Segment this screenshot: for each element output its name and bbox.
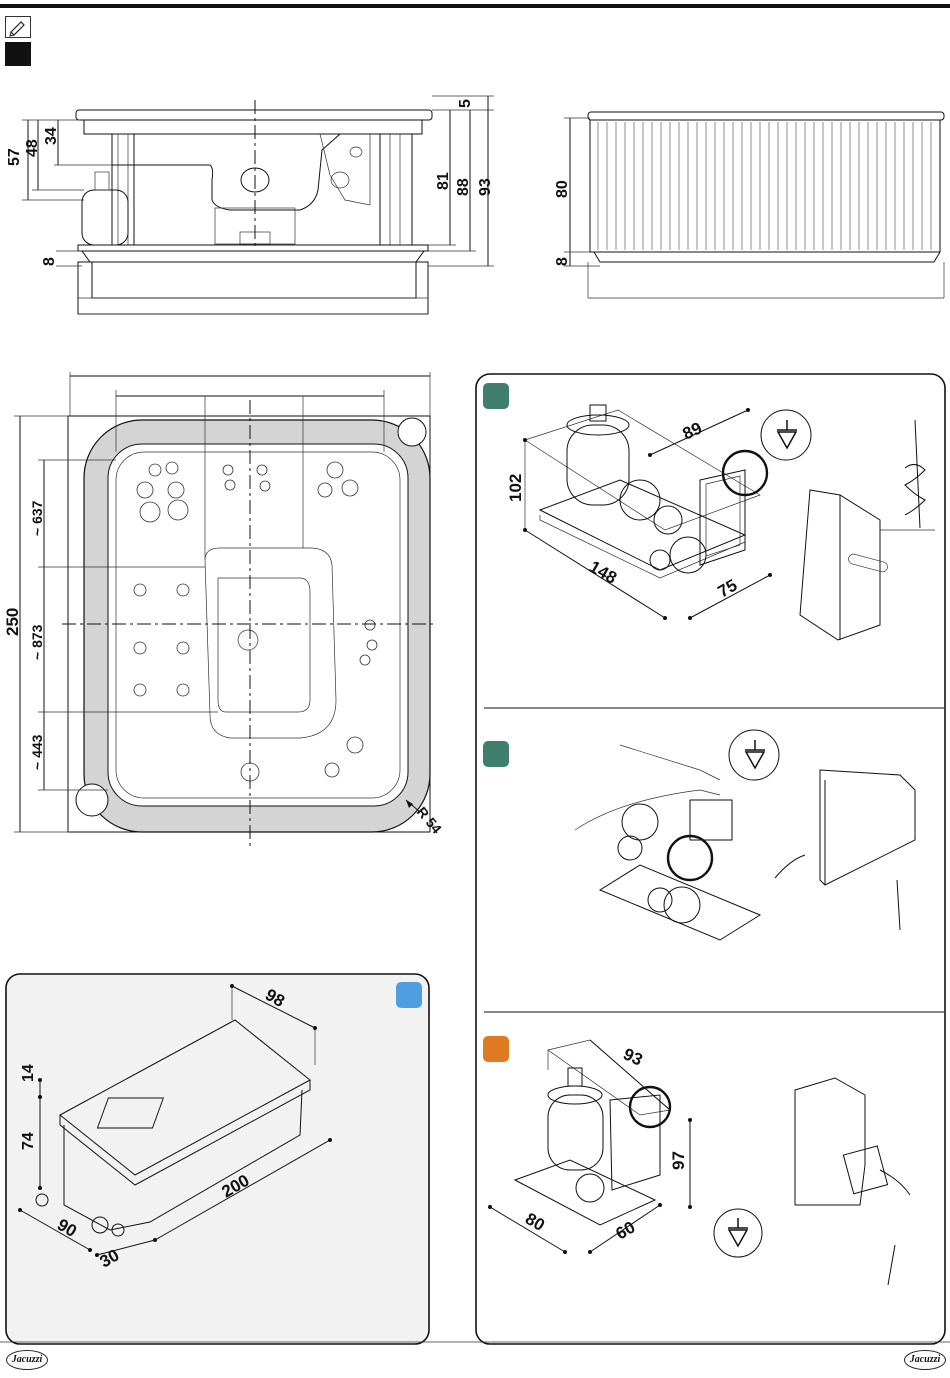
dim-side-81: 81 [435,172,452,190]
dim-side-57: 57 [6,148,23,166]
dim-m1-148: 148 [586,557,620,588]
dim-front-80: 80 [554,180,571,198]
dim-side-5: 5 [457,99,474,108]
dim-plan-250: 250 [3,608,22,636]
dim-plan-443: ~ 443 [29,734,45,770]
dim-m4-98: 98 [262,985,288,1011]
dim-plan-637: ~ 637 [29,500,45,536]
dim-m1-75: 75 [715,576,741,602]
module-marker-blue [396,982,422,1008]
ground-symbol-icon [772,418,802,452]
dim-side-48: 48 [24,139,41,157]
jacuzzi-logo-left: Jacuzzi [6,1350,48,1370]
dim-m1-102: 102 [506,474,525,502]
module-marker-orange [483,1036,509,1062]
dim-m3-80: 80 [522,1209,548,1235]
dim-side-8: 8 [41,257,58,266]
dim-side-88: 88 [455,178,472,196]
dim-m4-74: 74 [20,1132,37,1150]
module-marker-green-2 [483,741,509,767]
dim-side-34: 34 [43,127,60,145]
dim-plan-873: ~ 873 [29,624,45,660]
dim-m3-93: 93 [620,1044,645,1069]
dim-m3-97: 97 [669,1151,688,1170]
dim-m4-200: 200 [219,1171,253,1202]
ground-symbol-icon [740,738,770,772]
dim-front-8: 8 [554,257,571,266]
module-marker-green-1 [483,383,509,409]
dim-side-93: 93 [477,178,494,196]
jacuzzi-logo-right: Jacuzzi [904,1350,946,1370]
dim-m4-90: 90 [54,1215,80,1241]
dim-m4-30: 30 [97,1246,123,1272]
dim-plan-radius: R 54 [414,804,445,837]
dim-m1-89: 89 [680,418,705,443]
dim-m4-14: 14 [20,1064,37,1082]
dim-m3-60: 60 [613,1218,639,1244]
ground-symbol-icon [723,1216,753,1250]
